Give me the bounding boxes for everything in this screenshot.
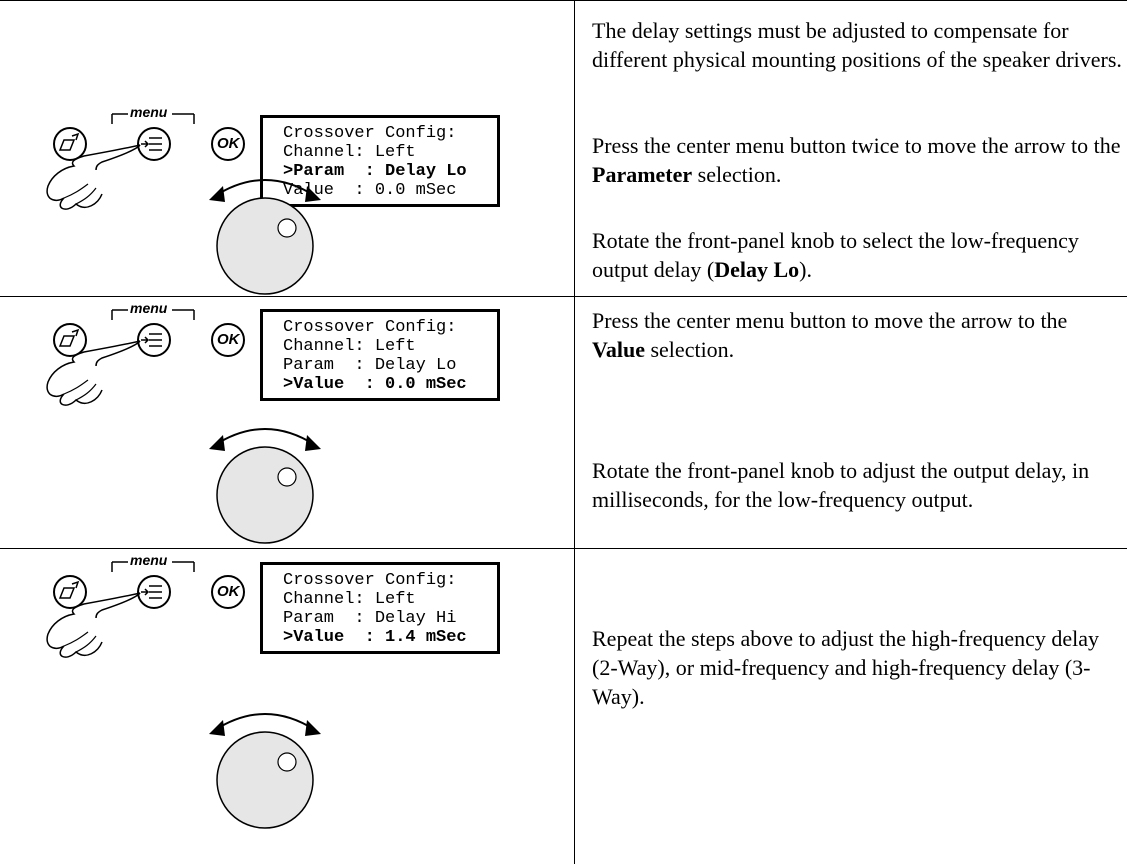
menu-label: menu bbox=[130, 552, 168, 568]
lcd-display: Crossover Config: Channel: Left >Param :… bbox=[260, 115, 500, 207]
instruction-text: The delay settings must be adjusted to c… bbox=[592, 18, 1122, 72]
rotary-knob-icon bbox=[195, 690, 335, 835]
instruction-text: Press the center menu button twice to mo… bbox=[592, 131, 1122, 189]
ok-button-label: OK bbox=[217, 583, 240, 600]
instruction-text-part: Rotate the front-panel knob to select th… bbox=[592, 228, 1079, 282]
instruction-text-part: selection. bbox=[644, 337, 735, 362]
lcd-line-param: Param : Delay Hi bbox=[283, 609, 457, 628]
row-divider-1 bbox=[0, 296, 1127, 297]
lcd-line-title: Crossover Config: bbox=[283, 571, 457, 590]
lcd-line-channel: Channel: Left bbox=[283, 590, 416, 609]
lcd-display: Crossover Config: Channel: Left Param : … bbox=[260, 562, 500, 654]
lcd-line-param: Param : Delay Lo bbox=[283, 356, 457, 375]
instruction-text-part: Press the center menu button twice to mo… bbox=[592, 133, 1121, 158]
lcd-line-channel: Channel: Left bbox=[283, 143, 416, 162]
lcd-line-title: Crossover Config: bbox=[283, 318, 457, 337]
instruction-text-part: ). bbox=[799, 257, 812, 282]
table-top-border bbox=[0, 0, 1127, 1]
ok-button-label: OK bbox=[217, 135, 240, 152]
parameter-keyword: Parameter bbox=[592, 162, 693, 187]
instruction-text: Repeat the steps above to adjust the hig… bbox=[592, 626, 1100, 709]
lcd-line-value: >Value : 0.0 mSec bbox=[283, 375, 467, 394]
rotary-knob-icon bbox=[195, 156, 335, 301]
row-divider-2 bbox=[0, 548, 1127, 549]
instruction-text: Rotate the front-panel knob to select th… bbox=[592, 226, 1122, 284]
lcd-line-title: Crossover Config: bbox=[283, 124, 457, 143]
lcd-line-channel: Channel: Left bbox=[283, 337, 416, 356]
instruction-text: Rotate the front-panel knob to adjust th… bbox=[592, 458, 1090, 512]
rotary-knob-icon bbox=[195, 405, 335, 550]
front-panel-buttons-illustration: menu OK bbox=[40, 300, 250, 410]
instruction-text-part: selection. bbox=[692, 162, 782, 187]
value-keyword: Value bbox=[592, 337, 645, 362]
front-panel-buttons-illustration: menu OK bbox=[40, 104, 250, 214]
menu-label: menu bbox=[130, 104, 168, 120]
instruction-text: Press the center menu button to move the… bbox=[592, 306, 1122, 364]
delay-lo-keyword: Delay Lo bbox=[714, 257, 800, 282]
lcd-line-value: >Value : 1.4 mSec bbox=[283, 628, 467, 647]
ok-button-label: OK bbox=[217, 331, 240, 348]
lcd-display: Crossover Config: Channel: Left Param : … bbox=[260, 309, 500, 401]
menu-label: menu bbox=[130, 300, 168, 316]
instruction-text-part: Press the center menu button to move the… bbox=[592, 308, 1068, 333]
front-panel-buttons-illustration: menu OK bbox=[40, 552, 250, 662]
column-divider bbox=[574, 0, 575, 864]
lcd-line-param: >Param : Delay Lo bbox=[283, 162, 467, 181]
